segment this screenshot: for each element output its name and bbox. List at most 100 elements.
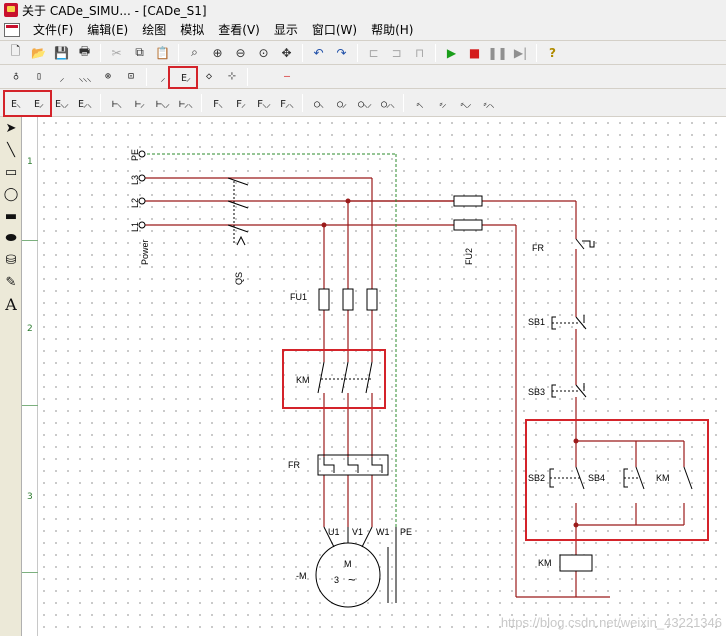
menu-display[interactable]: 显示	[273, 22, 298, 37]
pushbutton-nc-icon[interactable]: E⸝	[33, 98, 44, 110]
drawing-canvas[interactable]: PE L3 L2 L1 Power QS FU1 FU2 KM FR U1 V1…	[38, 117, 726, 636]
pull-no-icon[interactable]: ○⸜	[313, 98, 324, 110]
qs-switch	[227, 177, 249, 246]
print-icon[interactable]: 🖶	[78, 44, 91, 58]
separator	[302, 93, 303, 112]
zoom-out-icon[interactable]: ⊖	[235, 45, 246, 60]
key-double-icon[interactable]: F⸜⸝	[256, 98, 271, 110]
pull-nc-icon[interactable]: ○⸝	[336, 98, 347, 110]
cut-icon[interactable]: ✂	[111, 45, 122, 60]
fuse-icon[interactable]: ▯	[35, 71, 42, 82]
align-center-icon[interactable]: ⊐	[391, 45, 402, 60]
zoom-fit-icon[interactable]: ⊙	[258, 45, 269, 60]
ellipse-tool-icon[interactable]: ◯	[3, 186, 19, 202]
new-icon[interactable]: 🗋	[10, 44, 21, 58]
separator	[536, 43, 537, 62]
help-icon[interactable]: ?	[549, 45, 556, 60]
document-icon[interactable]	[4, 23, 20, 37]
power-supply-icon[interactable]: ♁	[12, 71, 19, 82]
step-icon[interactable]: ▶|	[513, 45, 528, 60]
label-l3: L3	[130, 175, 140, 185]
paste-icon[interactable]: 📋	[155, 45, 170, 60]
stop-icon[interactable]: ■	[468, 45, 481, 60]
label-u1: U1	[328, 527, 340, 537]
fu1-fuses	[318, 288, 378, 311]
menu-view[interactable]: 查看(V)	[218, 22, 260, 37]
highlight-start-buttons	[525, 419, 709, 541]
schematic: PE L3 L2 L1 Power QS FU1 FU2 KM FR U1 V1…	[130, 149, 709, 608]
km-coil	[559, 554, 593, 572]
blank-icon[interactable]	[253, 67, 274, 87]
zoom-in-icon[interactable]: ⊕	[212, 45, 223, 60]
foot-no-icon[interactable]: ⸗⸜	[416, 98, 423, 110]
key-nc-icon[interactable]: F⸝	[235, 98, 246, 110]
key-three-icon[interactable]: F⸝⸜	[279, 98, 294, 110]
sensor-icon[interactable]: ◇	[205, 71, 212, 82]
wire-icon[interactable]: —	[283, 71, 290, 82]
ruler-label-2: 2	[27, 324, 33, 334]
separator	[100, 43, 101, 62]
km-aux-contact	[683, 466, 693, 490]
filled-ellipse-tool-icon[interactable]: ⬬	[5, 230, 17, 246]
filled-rectangle-tool-icon[interactable]: ▬	[4, 208, 18, 224]
separator	[302, 43, 303, 62]
key-no-icon[interactable]: F⸜	[212, 98, 223, 110]
pushbutton-double-icon[interactable]: E⸜⸝	[54, 98, 69, 110]
pushbutton-no-icon[interactable]: E⸜	[10, 98, 21, 110]
play-icon[interactable]: ▶	[446, 45, 457, 60]
zoom-window-icon[interactable]: ⌕	[191, 45, 198, 59]
line-tool-icon[interactable]: ╲	[7, 142, 15, 158]
foot-double-icon[interactable]: ⸗⸜⸝	[460, 98, 471, 110]
menu-edit[interactable]: 编辑(E)	[87, 22, 129, 37]
label-sb1: SB1	[528, 317, 545, 327]
menu-file[interactable]: 文件(F)	[33, 22, 74, 37]
label-fu2: FU2	[464, 248, 474, 265]
copy-icon[interactable]: ⧉	[135, 45, 144, 59]
save-icon[interactable]: 💾	[54, 45, 69, 60]
selector-three-icon[interactable]: ⊢⸝⸜	[178, 98, 193, 110]
menu-simulate[interactable]: 模拟	[180, 22, 205, 37]
fill-bucket-icon[interactable]: ⛁	[5, 252, 17, 268]
undo-icon[interactable]: ↶	[313, 45, 324, 60]
redo-icon[interactable]: ↷	[336, 45, 347, 60]
pull-three-icon[interactable]: ○⸝⸜	[380, 98, 395, 110]
menu-draw[interactable]: 绘图	[142, 22, 167, 37]
menu-help[interactable]: 帮助(H)	[371, 22, 414, 37]
text-tool-icon[interactable]: A	[5, 294, 17, 314]
menu-window[interactable]: 窗口(W)	[311, 22, 358, 37]
label-sb4: SB4	[588, 473, 605, 483]
three-pole-breaker-icon[interactable]: ⸜⸜⸜	[78, 72, 92, 84]
label-fr-ctrl: FR	[532, 243, 544, 253]
motor-icon[interactable]: ⊚	[104, 71, 111, 82]
km-main-contacts	[317, 361, 373, 394]
breaker-icon[interactable]: ⸝	[59, 72, 65, 84]
open-icon[interactable]: 📂	[31, 45, 46, 60]
rectangle-tool-icon[interactable]: ▭	[4, 164, 18, 180]
ruler-divider	[22, 572, 38, 573]
pause-icon[interactable]: ❚❚	[487, 45, 508, 60]
menu-bar: 文件(F) 编辑(E) 绘图 模拟 查看(V) 显示 窗口(W) 帮助(H)	[0, 20, 726, 41]
pushbutton-mushroom-icon[interactable]: E⸝⸜	[77, 98, 92, 110]
label-km-main: KM	[296, 375, 310, 385]
ruler-divider	[22, 405, 38, 406]
separator	[178, 43, 179, 62]
selector-no-icon[interactable]: ⊢⸜	[111, 98, 122, 110]
contact-icon[interactable]: ⸝	[160, 72, 166, 84]
select-arrow-icon[interactable]: ➤	[5, 120, 17, 136]
selector-nc-icon[interactable]: ⊢⸝	[134, 98, 145, 110]
row-ruler: 1 2 3	[22, 117, 38, 636]
selector-double-icon[interactable]: ⊢⸜⸝	[155, 98, 170, 110]
label-fr-main: FR	[288, 460, 300, 470]
pushbutton-category-icon[interactable]: E⸝	[180, 72, 191, 84]
foot-nc-icon[interactable]: ⸗⸝	[439, 98, 446, 110]
label-pe-motor: PE	[400, 527, 412, 537]
foot-three-icon[interactable]: ⸗⸝⸜	[483, 98, 494, 110]
color-picker-icon[interactable]: ✎	[5, 274, 17, 290]
align-left-icon[interactable]: ⊏	[368, 45, 379, 60]
coil-icon[interactable]: ⊹	[227, 71, 236, 82]
pan-icon[interactable]: ✥	[281, 45, 292, 60]
pull-double-icon[interactable]: ○⸜⸝	[357, 98, 372, 110]
sb2-button	[549, 466, 585, 490]
align-right-icon[interactable]: ⊓	[414, 45, 425, 60]
transformer-icon[interactable]: ⊡	[127, 71, 134, 82]
